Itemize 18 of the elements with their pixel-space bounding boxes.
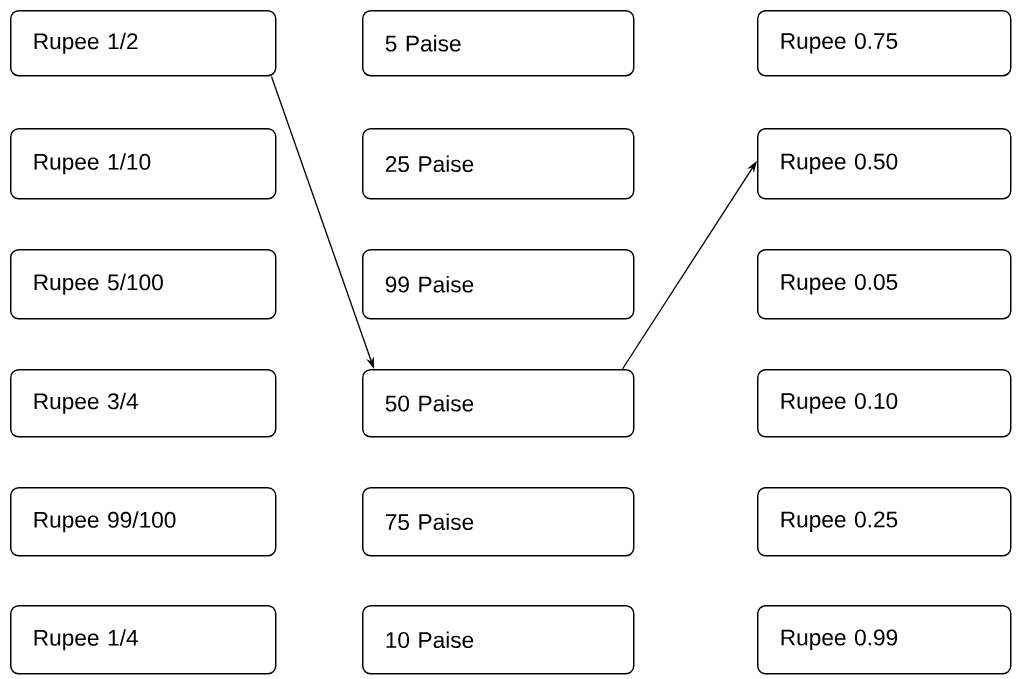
value-box: 25 Paise [362, 128, 635, 200]
value-box: Rupee 0.75 [757, 10, 1012, 77]
value-box: 5 Paise [362, 10, 635, 77]
value-box: Rupee 3/4 [10, 369, 277, 438]
value-box: Rupee 1/10 [10, 128, 277, 200]
value-box: Rupee 1/2 [10, 10, 277, 77]
value-box: 10 Paise [362, 605, 635, 675]
value-box: Rupee 5/100 [10, 249, 277, 320]
value-box: Rupee 0.25 [757, 487, 1012, 557]
value-box: 50 Paise [362, 369, 635, 438]
value-box: Rupee 0.10 [757, 369, 1012, 438]
value-box: Rupee 0.99 [757, 605, 1012, 675]
value-box: 99 Paise [362, 249, 635, 320]
value-box: Rupee 99/100 [10, 487, 277, 557]
value-box: Rupee 0.50 [757, 128, 1012, 200]
value-box: Rupee 0.05 [757, 249, 1012, 320]
value-box: 75 Paise [362, 487, 635, 557]
value-box: Rupee 1/4 [10, 605, 277, 675]
